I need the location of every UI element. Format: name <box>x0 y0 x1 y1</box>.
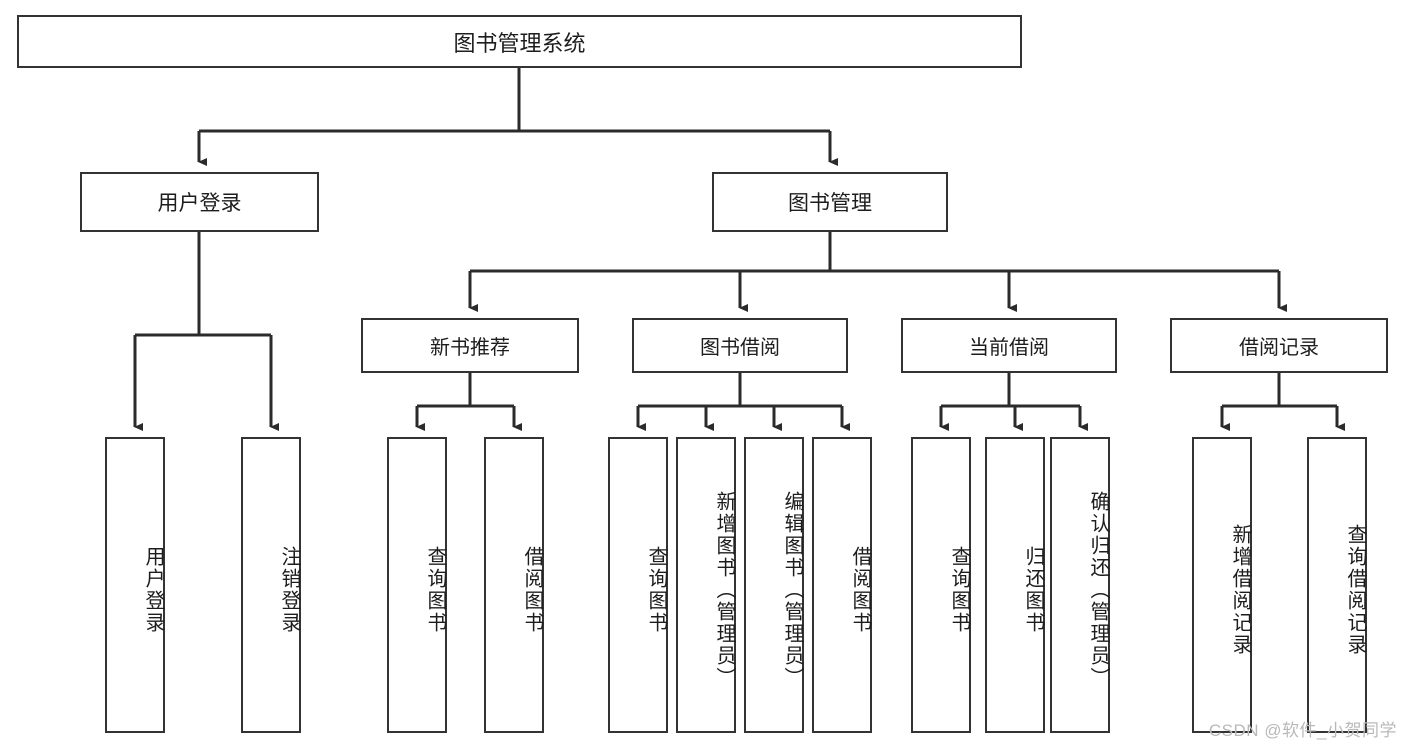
node-user-login[interactable]: 用户登录 <box>80 172 319 232</box>
node-leaf-user-logout[interactable]: 注销登录 <box>241 437 301 733</box>
node-leaf-query-book-borrow-label: 查询图书 <box>645 546 667 634</box>
node-leaf-query-book-current-label: 查询图书 <box>948 546 970 634</box>
node-leaf-return-book[interactable]: 归还图书 <box>985 437 1045 733</box>
node-leaf-return-book-label: 归还图书 <box>1022 546 1044 634</box>
node-leaf-add-book-label: 新增图书（管理员） <box>713 491 735 689</box>
csdn-watermark: CSDN @软件_小贺同学 <box>1208 721 1397 740</box>
node-leaf-query-record-label: 查询借阅记录 <box>1344 524 1366 656</box>
node-leaf-user-login-label: 用户登录 <box>142 546 164 634</box>
node-borrow-record[interactable]: 借阅记录 <box>1170 318 1388 373</box>
node-new-book-rec-label: 新书推荐 <box>430 337 510 359</box>
node-leaf-confirm-return[interactable]: 确认归还（管理员） <box>1050 437 1110 733</box>
node-root-label: 图书管理系统 <box>453 30 586 56</box>
node-leaf-add-record[interactable]: 新增借阅记录 <box>1192 437 1252 733</box>
node-leaf-add-record-label: 新增借阅记录 <box>1229 524 1251 656</box>
node-leaf-borrow-book[interactable]: 借阅图书 <box>812 437 872 733</box>
node-root[interactable]: 图书管理系统 <box>17 15 1022 68</box>
node-leaf-borrow-book-rec[interactable]: 借阅图书 <box>484 437 544 733</box>
node-leaf-add-book[interactable]: 新增图书（管理员） <box>676 437 736 733</box>
node-book-borrow-label: 图书借阅 <box>700 337 780 359</box>
node-user-login-label: 用户登录 <box>157 192 242 215</box>
node-leaf-user-login[interactable]: 用户登录 <box>105 437 165 733</box>
node-leaf-query-book-current[interactable]: 查询图书 <box>911 437 971 733</box>
node-leaf-edit-book[interactable]: 编辑图书（管理员） <box>744 437 804 733</box>
node-leaf-query-book-rec-label: 查询图书 <box>424 546 446 634</box>
node-leaf-query-book-rec[interactable]: 查询图书 <box>387 437 447 733</box>
node-current-borrow[interactable]: 当前借阅 <box>901 318 1117 373</box>
node-borrow-record-label: 借阅记录 <box>1239 337 1319 359</box>
node-current-borrow-label: 当前借阅 <box>969 337 1049 359</box>
node-book-borrow[interactable]: 图书借阅 <box>632 318 848 373</box>
node-leaf-user-logout-label: 注销登录 <box>278 546 300 634</box>
node-leaf-query-book-borrow[interactable]: 查询图书 <box>608 437 668 733</box>
node-leaf-borrow-book-label: 借阅图书 <box>849 546 871 634</box>
node-new-book-rec[interactable]: 新书推荐 <box>361 318 579 373</box>
node-book-manage-label: 图书管理 <box>788 192 872 215</box>
node-book-manage[interactable]: 图书管理 <box>712 172 948 232</box>
node-leaf-query-record[interactable]: 查询借阅记录 <box>1307 437 1367 733</box>
node-leaf-confirm-return-label: 确认归还（管理员） <box>1087 491 1109 689</box>
node-leaf-borrow-book-rec-label: 借阅图书 <box>521 546 543 634</box>
node-leaf-edit-book-label: 编辑图书（管理员） <box>781 491 803 689</box>
